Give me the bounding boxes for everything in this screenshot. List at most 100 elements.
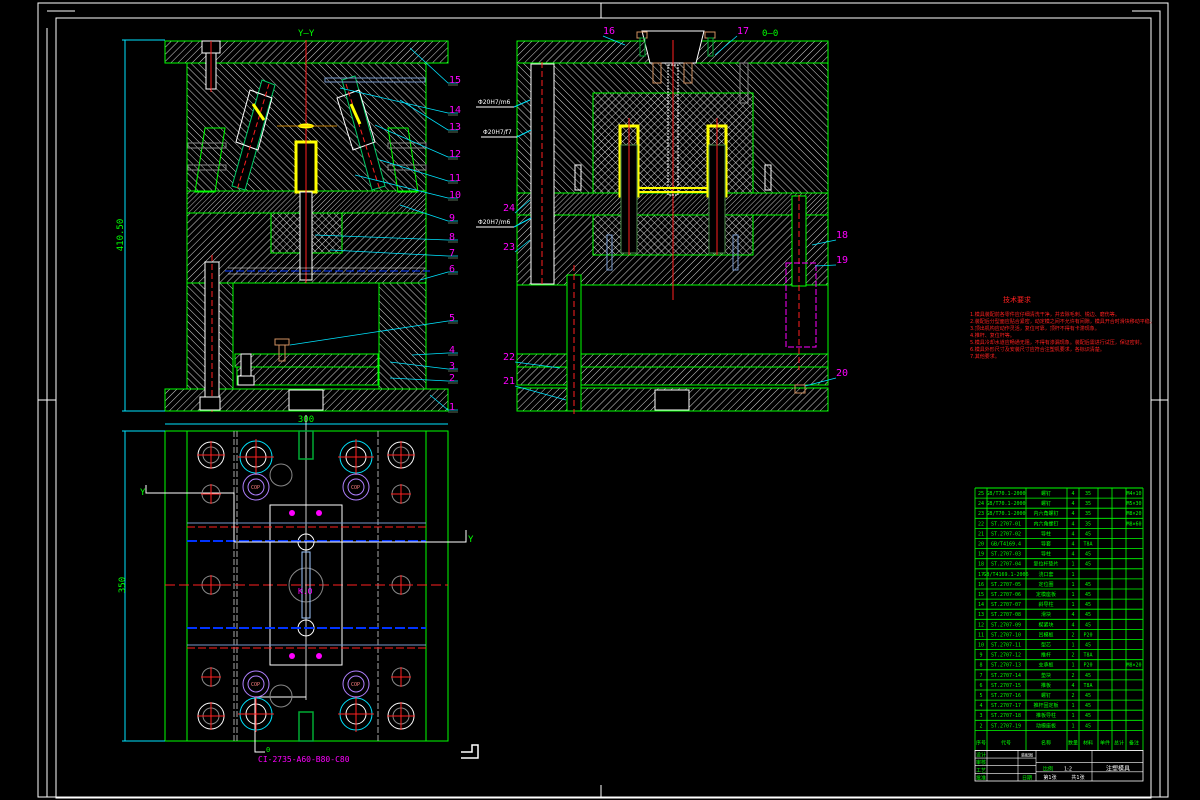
bom-cell: 支承板 <box>1038 662 1053 669</box>
bom-cell: 斜导柱 <box>1038 601 1053 608</box>
leader-line <box>429 394 458 411</box>
bom-cell: 4 <box>1071 683 1074 689</box>
bom-cell: GB/T4169.4 <box>991 542 1021 548</box>
part-name: 装配图 <box>1021 752 1033 758</box>
bom-cell: 4 <box>1071 622 1074 628</box>
hole <box>269 684 293 708</box>
part-callout: 7 <box>449 248 455 259</box>
fit-annotation: Φ20H7/m6 <box>478 219 511 226</box>
bom-cell: 滑块 <box>1041 611 1051 618</box>
ejector-pin <box>316 510 322 516</box>
bom-cell: 35 <box>1085 491 1091 497</box>
bom-cell: 7 <box>979 673 982 679</box>
bom-cell: 17 <box>978 572 984 578</box>
bom-cell: 凹模板 <box>1038 631 1053 638</box>
bom-cell: 推杆固定板 <box>1033 702 1058 709</box>
part-callout: 19 <box>836 255 848 266</box>
bom-cell: 1 <box>1071 582 1074 588</box>
leader-line <box>399 204 458 222</box>
bom-cell: 35 <box>1085 501 1091 507</box>
part-callout: 10 <box>449 190 461 201</box>
bom-cell: 4 <box>979 703 982 709</box>
bom-cell: ST.2707-05 <box>991 582 1021 588</box>
bom-cell: 45 <box>1085 703 1091 709</box>
section-view-right: 0—0 <box>516 29 829 414</box>
bom-cell: ST.2707-12 <box>991 653 1021 659</box>
ejector-pin <box>289 653 295 659</box>
leader-line <box>314 234 458 241</box>
cooling-plug <box>242 670 270 698</box>
bom-cell: 导柱 <box>1041 551 1051 558</box>
bom-header-cell: 单件 <box>1100 739 1110 746</box>
bom-cell: 18 <box>978 562 984 568</box>
bom-cell: 1 <box>1071 643 1074 649</box>
bom-header-cell: 名称 <box>1041 739 1051 746</box>
title-block-scale-label: 比例 <box>1043 765 1053 772</box>
bom-cell: 45 <box>1085 552 1091 558</box>
bom-cell: 6 <box>979 683 982 689</box>
section-view-left: Y—Y 410.50 300 <box>116 29 449 425</box>
leader-line <box>374 124 458 158</box>
bom-cell: 8 <box>979 663 982 669</box>
bom-cell: ST.2707-16 <box>991 693 1021 699</box>
tech-req-line: 6.模具外形尺寸及安装尺寸应符合注塑机要求，各标识清楚。 <box>970 346 1105 353</box>
bom-cell: 45 <box>1085 592 1091 598</box>
bom-cell: 定模座板 <box>1036 591 1056 598</box>
bom-cell: 4 <box>1071 501 1074 507</box>
part-callout: 9 <box>449 213 455 224</box>
part-callout: 15 <box>449 75 461 86</box>
bom-cell: 45 <box>1085 673 1091 679</box>
fit-annotation: Φ20H7/f7 <box>483 129 512 136</box>
bom-cell: 20 <box>978 542 984 548</box>
bom-cell: 4 <box>1071 491 1074 497</box>
part-callout: 8 <box>449 232 455 243</box>
bom-cell: P20 <box>1083 632 1092 638</box>
bom-cell: 45 <box>1085 602 1091 608</box>
bom-cell: 4 <box>1071 531 1074 537</box>
bom-cell: 1 <box>1071 602 1074 608</box>
plan-height-dimension: 350 <box>118 577 128 593</box>
title-block-label: 批准 <box>976 775 986 782</box>
leader-line <box>389 361 458 370</box>
bom-cell: T8A <box>1083 653 1092 659</box>
bom-cell: 内六角螺钉 <box>1033 520 1058 527</box>
bom-cell: 型芯 <box>1041 642 1051 649</box>
part-callout: 5 <box>449 313 455 324</box>
leader-line <box>411 352 458 356</box>
bom-cell: ST.2707-08 <box>991 612 1021 618</box>
bom-cell: 定位圈 <box>1038 581 1053 588</box>
bom-cell: 45 <box>1085 693 1091 699</box>
bom-cell: 浇口套 <box>1038 571 1053 578</box>
bom-cell: 25 <box>978 491 984 497</box>
bom-cell: 楔紧块 <box>1038 621 1053 628</box>
leader-line <box>354 174 458 199</box>
bom-cell: 4 <box>1071 552 1074 558</box>
bom-header-cell: 总计 <box>1114 739 1124 746</box>
tech-req-title: 技术要求 <box>1003 295 1031 304</box>
bom-cell: 24 <box>978 501 984 507</box>
sheet-total: 共1张 <box>1071 774 1084 781</box>
cooling-label: COP <box>251 682 260 688</box>
cooling-label: COP <box>351 485 360 491</box>
ejector-pin <box>316 653 322 659</box>
part-callout: 14 <box>449 105 461 116</box>
bom-cell: 1 <box>1071 713 1074 719</box>
bom-header-cell: 序号 <box>976 739 986 746</box>
bom-note: M8×20 <box>1126 663 1141 669</box>
mold-base-spec: CI-2735-A60-B80-C80 <box>258 755 350 764</box>
bom-note: M8×60 <box>1126 521 1141 527</box>
technical-requirements: 技术要求 1.模具装配前各零件应仔细清洗干净，并去除毛刺、锐边、磨伤等。2.装配… <box>970 295 1155 360</box>
tech-req-line: 7.其他要求。 <box>970 353 1000 360</box>
bom-cell: 45 <box>1085 643 1091 649</box>
